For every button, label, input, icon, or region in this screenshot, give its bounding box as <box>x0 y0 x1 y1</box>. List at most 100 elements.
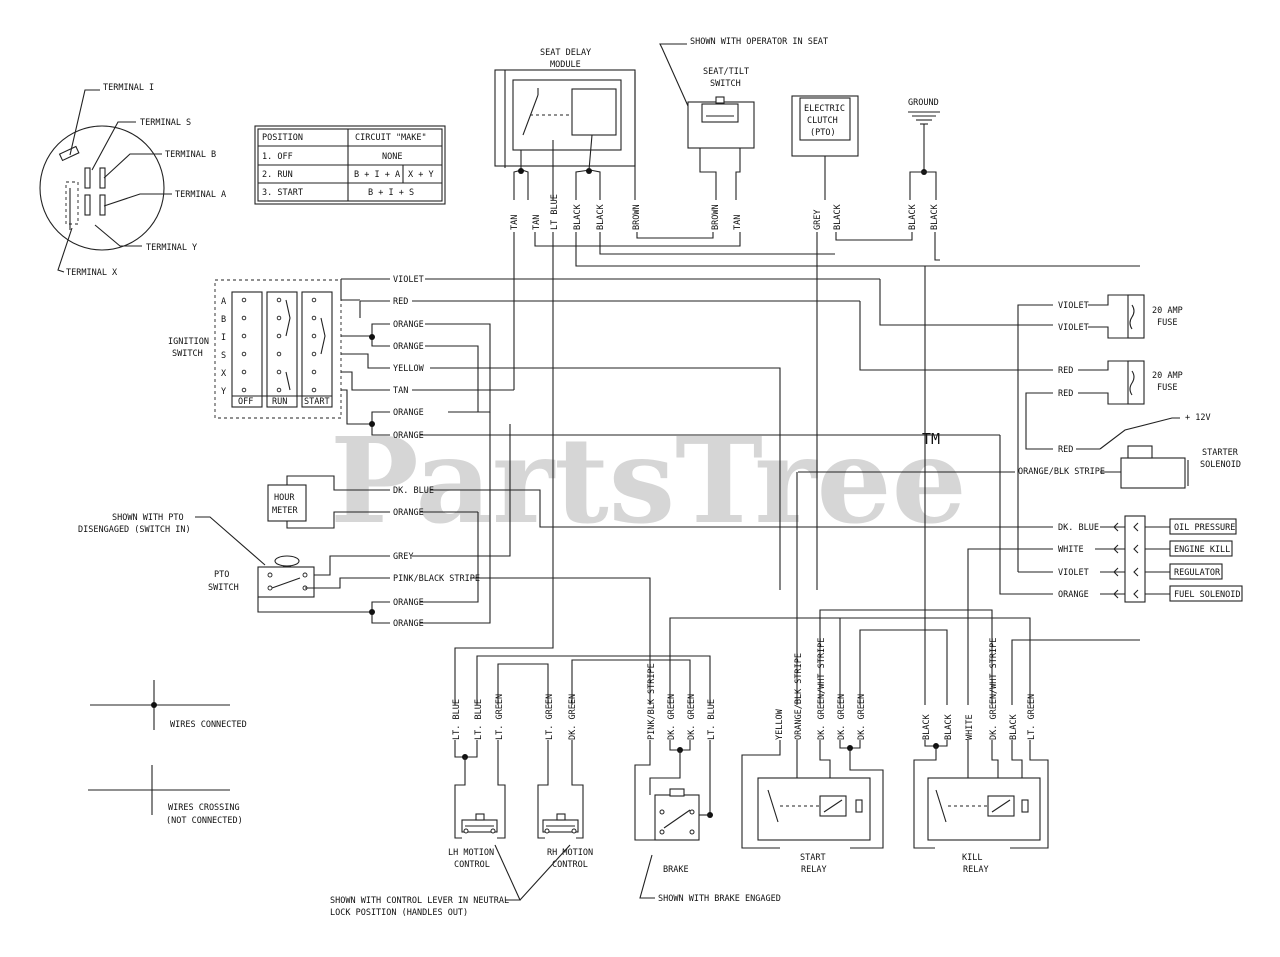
wire-bot-yellow: YELLOW <box>775 708 785 740</box>
terminal-s-label: TERMINAL S <box>140 118 191 128</box>
engine-connector: DK. BLUE WHITE VIOLET ORANGE OIL PRESSUR… <box>967 515 1243 705</box>
wire-bot-dkgreen-1: DK. GREEN <box>568 694 578 740</box>
wire-pto-grey: GREY <box>393 552 413 562</box>
engine-wire-dkblue: DK. BLUE <box>1058 523 1099 533</box>
rh-motion-label-2: CONTROL <box>552 860 588 870</box>
fuse1-wire-2: VIOLET <box>1058 323 1089 333</box>
wire-top-ltblue: LT BLUE <box>550 194 560 230</box>
wire-top-black-5: BLACK <box>930 204 940 230</box>
engine-wire-white: WHITE <box>1058 545 1084 555</box>
wire-meter-orange: ORANGE <box>393 508 424 518</box>
starter-wire-red: RED <box>1058 445 1073 455</box>
wire-bot-dkgreenwht-1: DK. GREEN/WHT STRIPE <box>817 638 827 740</box>
ignition-wiring: VIOLET RED ORANGE ORANGE YELLOW TAN ORAN… <box>340 275 1053 595</box>
fuse2-label-1: 20 AMP <box>1152 371 1183 381</box>
wire-ign-orange-3: ORANGE <box>393 408 424 418</box>
wire-bot-white: WHITE <box>965 714 975 740</box>
wire-top-brown-2: BROWN <box>711 204 721 230</box>
engine-label-oil: OIL PRESSURE <box>1174 523 1235 533</box>
lh-motion-control: LH MOTION CONTROL <box>448 813 498 870</box>
hour-meter-label-2: METER <box>272 506 298 516</box>
brake-switch: BRAKE SHOWN WITH BRAKE ENGAGED <box>639 788 781 904</box>
seat-switch-note: SHOWN WITH OPERATOR IN SEAT <box>690 37 828 47</box>
table-row-start-make: B + I + S <box>368 188 414 198</box>
wire-ign-yellow: YELLOW <box>393 364 425 374</box>
terminal-y-label: TERMINAL Y <box>146 243 197 253</box>
ignition-col-off: OFF <box>238 397 253 407</box>
wire-bot-ltgreen-1: LT. GREEN <box>495 694 505 740</box>
lh-motion-label-1: LH MOTION <box>448 848 494 858</box>
top-wiring: TAN TAN LT BLUE BLACK BLACK BROWN BROWN … <box>504 70 1140 635</box>
wire-top-black-2: BLACK <box>596 204 606 230</box>
seat-delay-label-1: SEAT DELAY <box>540 48 591 58</box>
table-row-start-position: 3. START <box>262 188 303 198</box>
table-header-position: POSITION <box>262 133 303 143</box>
wire-meter-dkblue: DK. BLUE <box>393 486 434 496</box>
wire-ign-red: RED <box>393 297 408 307</box>
brake-note: SHOWN WITH BRAKE ENGAGED <box>658 894 781 904</box>
wire-ign-tan: TAN <box>393 386 408 396</box>
wire-bot-black-1: BLACK <box>922 714 932 740</box>
seat-switch-label-1: SEAT/TILT <box>703 67 749 77</box>
table-row-run-position: 2. RUN <box>262 170 293 180</box>
legend-crossing-1: WIRES CROSSING <box>168 803 240 813</box>
terminal-b-label: TERMINAL B <box>165 150 216 160</box>
watermark: PartsTree TM <box>330 411 967 550</box>
wire-ign-violet: VIOLET <box>393 275 424 285</box>
wire-top-black-3: BLACK <box>833 204 843 230</box>
ground-symbol: GROUND <box>908 98 940 175</box>
table-row-run-make2: X + Y <box>408 170 434 180</box>
wire-bot-ltgreen-3: LT. GREEN <box>1027 694 1037 740</box>
terminal-a-label: TERMINAL A <box>175 190 226 200</box>
wire-bot-pinkblk: PINK/BLK STRIPE <box>647 663 657 740</box>
fuse1-label-1: 20 AMP <box>1152 306 1183 316</box>
motion-note-1: SHOWN WITH CONTROL LEVER IN NEUTRAL <box>330 896 509 906</box>
pto-switch-label-1: PTO <box>214 570 229 580</box>
pto-switch-label-2: SWITCH <box>208 583 239 593</box>
wire-bot-ltblue-1: LT. BLUE <box>452 699 462 740</box>
hour-meter: HOUR METER DK. BLUE ORANGE <box>267 475 1053 529</box>
seat-delay-label-2: MODULE <box>550 60 581 70</box>
fuse2-wire-2: RED <box>1058 389 1073 399</box>
electric-clutch: ELECTRIC CLUTCH (PTO) <box>791 95 859 157</box>
wire-top-black-1: BLACK <box>573 204 583 230</box>
wire-top-grey: GREY <box>813 210 823 230</box>
legend-connected: WIRES CONNECTED <box>170 720 247 730</box>
wire-ign-orange-2: ORANGE <box>393 342 424 352</box>
pto-switch: SHOWN WITH PTO DISENGAGED (SWITCH IN) PT… <box>78 412 651 665</box>
wire-bot-ltblue-2: LT. BLUE <box>474 699 484 740</box>
seat-switch-label-2: SWITCH <box>710 79 741 89</box>
ignition-switch-label-1: IGNITION <box>168 337 209 347</box>
rh-motion-control: RH MOTION CONTROL <box>542 813 593 870</box>
starter-wire-orangeblk: ORANGE/BLK STRIPE <box>1018 467 1105 477</box>
seat-tilt-switch: SHOWN WITH OPERATOR IN SEAT SEAT/TILT SW… <box>659 37 828 149</box>
brake-label: BRAKE <box>663 865 689 875</box>
ignition-row-a: A <box>221 297 226 307</box>
wire-ign-orange-1: ORANGE <box>393 320 424 330</box>
ignition-key-diagram: TERMINAL I TERMINAL S TERMINAL B TERMINA… <box>39 83 226 278</box>
clutch-label-1: ELECTRIC <box>804 104 845 114</box>
clutch-label-2: CLUTCH <box>807 116 838 126</box>
table-row-off-position: 1. OFF <box>262 152 293 162</box>
ignition-switch-label-2: SWITCH <box>172 349 203 359</box>
wire-ign-orange-4: ORANGE <box>393 431 424 441</box>
wire-bot-ltgreen-2: LT. GREEN <box>545 694 555 740</box>
wire-pto-orange-2: ORANGE <box>393 619 424 629</box>
wire-bot-dkgreen-2: DK. GREEN <box>667 694 677 740</box>
starter-label-1: STARTER <box>1202 448 1239 458</box>
table-row-run-make: B + I + A <box>354 170 400 180</box>
ignition-switch: IGNITION SWITCH A B I S X Y OFF RUN STAR… <box>168 279 360 419</box>
engine-label-kill: ENGINE KILL <box>1174 545 1230 555</box>
ground-label: GROUND <box>908 98 939 108</box>
rh-motion-label-1: RH MOTION <box>547 848 593 858</box>
legend: WIRES CONNECTED WIRES CROSSING (NOT CONN… <box>88 680 247 826</box>
watermark-text: PartsTree <box>330 411 967 550</box>
terminal-i-label: TERMINAL I <box>103 83 154 93</box>
wire-bot-dkgreenwht-2: DK. GREEN/WHT STRIPE <box>989 638 999 740</box>
kill-relay-label-1: KILL <box>962 853 982 863</box>
table-row-off-make: NONE <box>382 152 402 162</box>
ignition-row-y: Y <box>221 387 226 397</box>
motion-note-2: LOCK POSITION (HANDLES OUT) <box>330 908 468 918</box>
ignition-row-s: S <box>221 351 226 361</box>
